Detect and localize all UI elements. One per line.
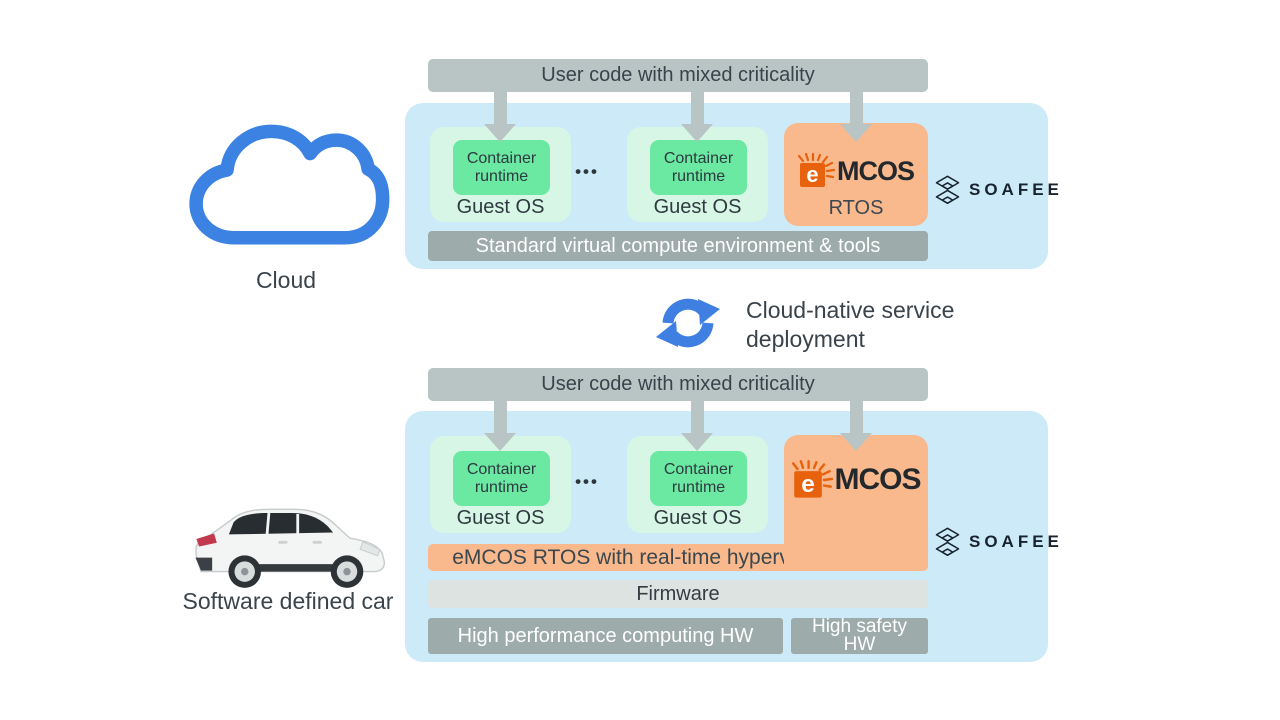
- guest-os-label: Guest OS: [456, 507, 545, 529]
- cloud-user-code-bar: User code with mixed criticality: [428, 59, 928, 92]
- car-emcos-box: e MCOS: [784, 435, 928, 571]
- svg-text:e: e: [801, 471, 815, 498]
- transfer-label-line2: deployment: [746, 326, 865, 352]
- car-illustration: [195, 508, 386, 588]
- safety-hw-line2: HW: [843, 634, 876, 655]
- guest-os-label: Guest OS: [653, 196, 742, 218]
- car-label: Software defined car: [182, 588, 394, 614]
- arrow-down-icon: [681, 91, 713, 142]
- firmware-bar: Firmware: [428, 580, 928, 608]
- soafee-logo-top: SOAFEE: [934, 175, 1063, 205]
- soafee-icon: [935, 175, 960, 204]
- transfer-label: Cloud-native service deployment: [746, 296, 954, 354]
- emcos-wordmark: MCOS: [837, 155, 915, 186]
- ellipsis-dots: •••: [575, 162, 599, 181]
- container-runtime-chip: Container runtime: [453, 140, 550, 195]
- container-runtime-chip: Container runtime: [650, 451, 747, 506]
- cloud-guest-os-box-2: Container runtime Guest OS: [627, 127, 768, 222]
- svg-text:e: e: [806, 162, 818, 187]
- hpc-hw-bar: High performance computing HW: [428, 618, 783, 654]
- emcos-logo-icon: e: [798, 153, 836, 187]
- cloud-label: Cloud: [255, 267, 317, 293]
- soafee-wordmark: SOAFEE: [969, 180, 1063, 199]
- emcos-logo: e MCOS: [784, 460, 928, 500]
- container-runtime-chip: Container runtime: [453, 451, 550, 506]
- arrow-down-icon: [484, 91, 516, 142]
- safety-hw-bar: High safety HW: [791, 616, 928, 655]
- arrow-down-icon: [840, 91, 872, 142]
- arrow-down-icon: [681, 400, 713, 451]
- arrow-down-icon: [484, 400, 516, 451]
- cloud-platform-bar: Standard virtual compute environment & t…: [428, 231, 928, 261]
- transfer-label-line1: Cloud-native service: [746, 297, 955, 323]
- cloud-icon: [189, 124, 390, 245]
- car-guest-os-box-1: Container runtime Guest OS: [430, 436, 571, 533]
- soafee-wordmark: SOAFEE: [969, 532, 1063, 551]
- emcos-rtos-label: RTOS: [828, 197, 884, 219]
- car-user-code-bar: User code with mixed criticality: [428, 368, 928, 401]
- soafee-icon: [935, 527, 960, 556]
- arrow-down-icon: [840, 400, 872, 451]
- car-guest-os-box-2: Container runtime Guest OS: [627, 436, 768, 533]
- ellipsis-dots: •••: [575, 472, 599, 491]
- emcos-logo-icon: e: [791, 460, 833, 498]
- emcos-logo: e MCOS: [784, 153, 928, 189]
- safety-hw-line1: High safety: [811, 616, 908, 637]
- emcos-wordmark: MCOS: [834, 463, 922, 496]
- guest-os-label: Guest OS: [456, 196, 545, 218]
- guest-os-label: Guest OS: [653, 507, 742, 529]
- soafee-logo-bottom: SOAFEE: [934, 527, 1063, 557]
- sync-icon: [656, 298, 720, 348]
- container-runtime-chip: Container runtime: [650, 140, 747, 195]
- cloud-guest-os-box-1: Container runtime Guest OS: [430, 127, 571, 222]
